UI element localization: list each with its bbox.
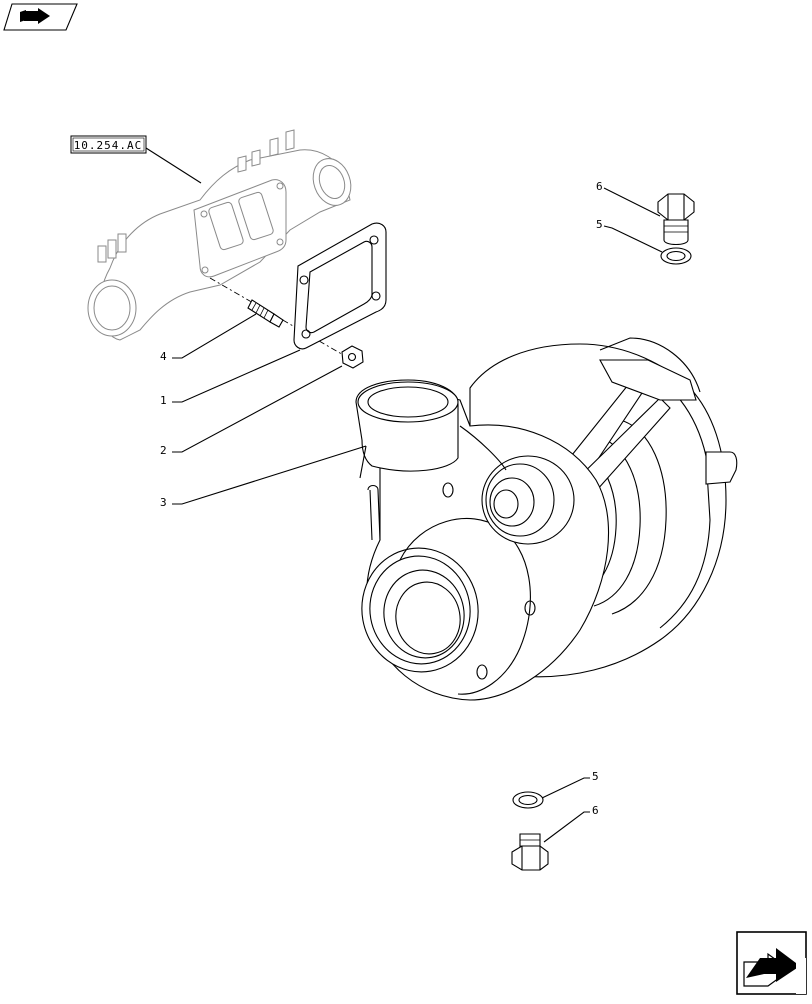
callout-4: 4 <box>160 313 257 363</box>
assembly-axis <box>209 277 353 361</box>
reference-tag[interactable]: 10.254.AC <box>70 135 202 184</box>
svg-text:3: 3 <box>160 496 167 509</box>
callout-1: 1 <box>160 349 301 407</box>
callout-6-bottom: 6 <box>543 804 599 843</box>
reference-label: 10.254.AC <box>74 139 143 152</box>
drain-plug-top <box>657 193 695 246</box>
next-page-arrow-icon[interactable] <box>736 931 807 995</box>
exhaust-manifold <box>87 129 352 341</box>
svg-text:5: 5 <box>592 770 599 783</box>
svg-text:4: 4 <box>160 350 167 363</box>
nut <box>341 345 364 369</box>
svg-text:2: 2 <box>160 444 167 457</box>
stud <box>247 299 284 328</box>
turbocharger <box>355 337 738 701</box>
book-arrow-icon[interactable] <box>3 3 78 31</box>
gasket <box>293 222 387 350</box>
callout-2: 2 <box>160 365 343 457</box>
callout-5-bottom: 5 <box>541 770 599 799</box>
svg-text:1: 1 <box>160 394 167 407</box>
drain-plug-bottom <box>511 833 549 871</box>
callout-5-top: 5 <box>596 218 663 253</box>
callout-6-top: 6 <box>596 180 661 217</box>
svg-text:6: 6 <box>596 180 603 193</box>
callout-3: 3 <box>160 445 367 509</box>
washer-top <box>660 247 692 265</box>
washer-bottom <box>512 791 544 809</box>
svg-text:6: 6 <box>592 804 599 817</box>
svg-text:5: 5 <box>596 218 603 231</box>
